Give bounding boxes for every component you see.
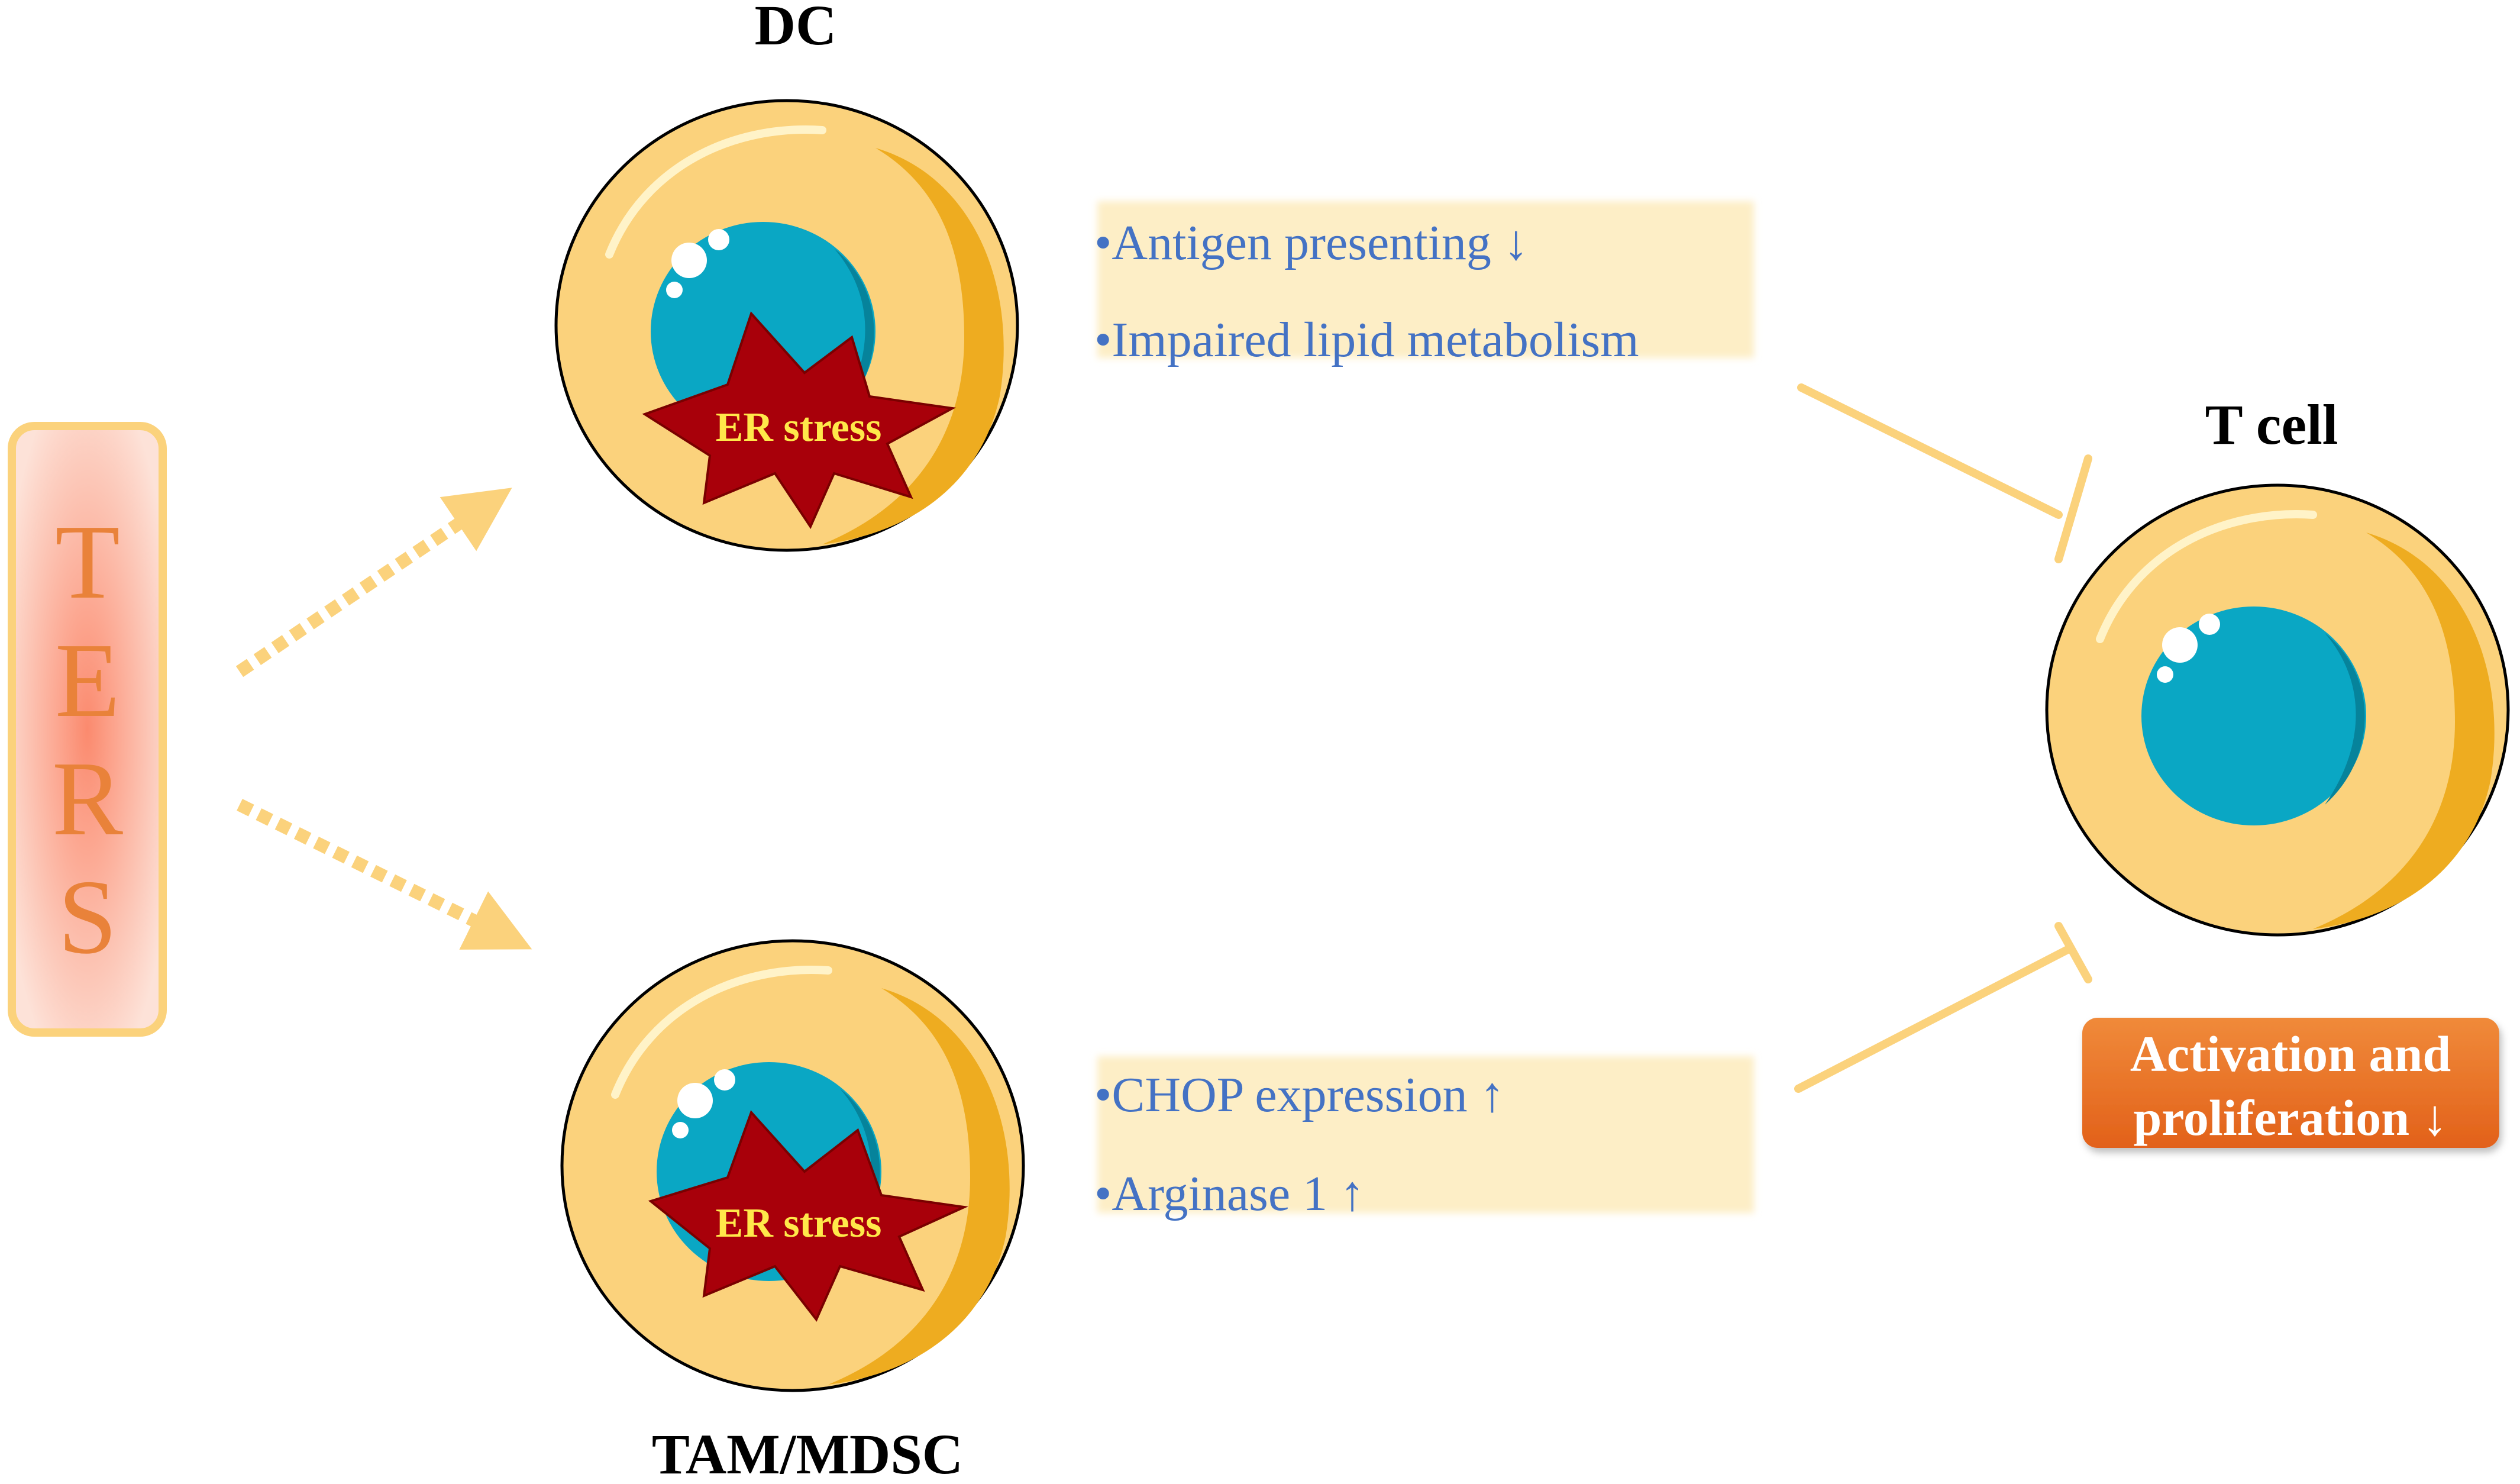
tam-effect-chop: •CHOP expression ↑	[1094, 1067, 1505, 1122]
dc-effect-antigen: •Antigen presenting ↓	[1094, 215, 1529, 270]
tcell	[2047, 485, 2508, 935]
ters-letter-t: T	[55, 503, 120, 621]
dc-title: DC	[755, 0, 837, 57]
tam-title: TAM/MDSC	[652, 1422, 963, 1484]
dc-er-stress-label: ER stress	[716, 405, 882, 450]
dc-er-stress-burst	[642, 311, 957, 530]
dc-cell: ER stress	[556, 101, 1017, 550]
tam-er-stress-burst	[648, 1110, 969, 1322]
dc-effects-box	[1097, 201, 1754, 358]
ters-box	[8, 422, 167, 1037]
ters-letter-s: S	[58, 858, 117, 976]
tam-er-stress-label: ER stress	[716, 1201, 882, 1246]
ters-to-tam-arrow	[237, 799, 532, 950]
ters-to-dc-arrow	[235, 488, 512, 678]
tam-cell: ER stress	[562, 941, 1023, 1391]
tam-inhibits-tcell	[1794, 922, 2092, 1093]
tcell-outcome-line1: Activation and	[2130, 1025, 2451, 1082]
ters-letter-e: E	[55, 621, 120, 739]
dc-inhibits-tcell	[1797, 383, 2092, 563]
ters-letter-r: R	[52, 740, 123, 857]
tam-effects-box	[1097, 1056, 1754, 1213]
tcell-title: T cell	[2205, 393, 2338, 456]
tcell-outcome-line2: proliferation ↓	[2133, 1089, 2447, 1146]
tam-effect-arginase: •Arginase 1 ↑	[1094, 1166, 1365, 1221]
dc-effect-lipid: •Impaired lipid metabolism	[1094, 312, 1639, 367]
tcell-outcome-box	[2082, 1018, 2499, 1148]
